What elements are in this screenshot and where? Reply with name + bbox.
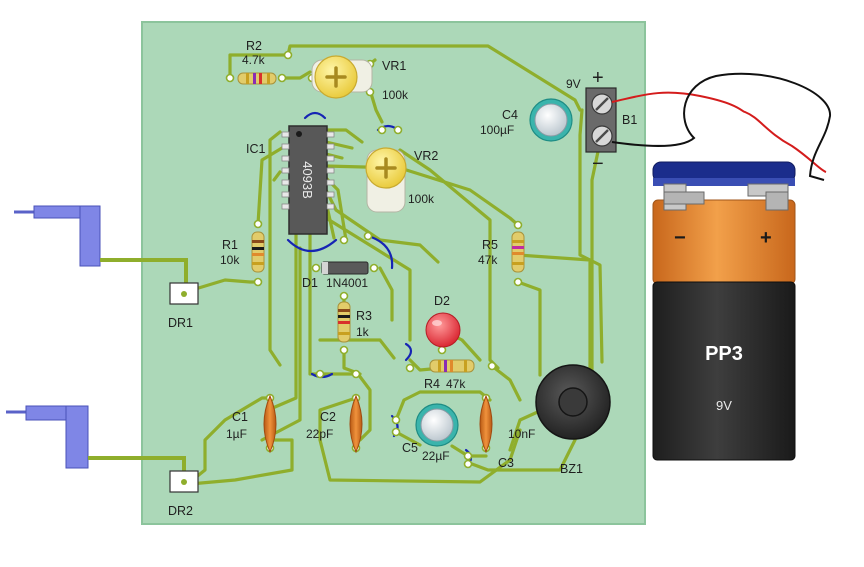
- capacitor-c4: [529, 98, 573, 142]
- label-r2: R2: [246, 39, 262, 53]
- battery-plus-mark: +: [760, 227, 772, 249]
- capacitor-c5: [415, 403, 459, 447]
- pcb-traces: [188, 44, 604, 486]
- label-dr2: DR2: [168, 504, 193, 518]
- label-b1: B1: [622, 113, 637, 127]
- battery-minus-mark: −: [674, 227, 686, 249]
- ic-chip-label: 4093B: [300, 161, 315, 199]
- value-c5: 22µF: [422, 449, 450, 463]
- resistor-r5: [511, 231, 525, 273]
- battery-pp3: [652, 161, 796, 461]
- trimmer-vr2: [365, 147, 407, 213]
- probe-dr2: [6, 405, 199, 493]
- label-vr1: VR1: [382, 59, 406, 73]
- resistor-r2: [237, 72, 277, 85]
- battery-wires: [611, 72, 832, 181]
- label-bz1: BZ1: [560, 462, 583, 476]
- ic-4093b: 4093B: [281, 125, 335, 235]
- resistor-r1: [251, 231, 265, 273]
- label-c1: C1: [232, 410, 248, 424]
- label-d1: D1: [302, 276, 318, 290]
- value-d1: 1N4001: [326, 276, 368, 290]
- label-b1-voltage: 9V: [566, 77, 581, 91]
- trimmer-vr1: [311, 55, 373, 99]
- resistor-r3: [337, 301, 351, 343]
- value-c2: 22pF: [306, 427, 333, 441]
- label-r3: R3: [356, 309, 372, 323]
- led-d2: [425, 312, 461, 348]
- battery-voltage: 9V: [716, 398, 732, 413]
- capacitor-c2: [349, 394, 363, 454]
- battery-name: PP3: [705, 343, 743, 365]
- label-r5: R5: [482, 238, 498, 252]
- value-c3: 10nF: [508, 427, 535, 441]
- value-r4: 47k: [446, 377, 466, 391]
- diode-d1: [321, 261, 369, 275]
- label-dr1: DR1: [168, 316, 193, 330]
- buzzer-bz1: [535, 364, 611, 440]
- label-c4: C4: [502, 108, 518, 122]
- resistor-r4: [429, 359, 475, 373]
- component-labels: R2 4.7k VR1 100k IC1 VR2 100k C4 100µF 9…: [168, 39, 637, 518]
- value-r1: 10k: [220, 253, 240, 267]
- value-r5: 47k: [478, 253, 498, 267]
- value-c4: 100µF: [480, 123, 514, 137]
- value-r3: 1k: [356, 325, 370, 339]
- label-c3: C3: [498, 456, 514, 470]
- label-c2: C2: [320, 410, 336, 424]
- value-vr2: 100k: [408, 192, 435, 206]
- label-d2: D2: [434, 294, 450, 308]
- label-c5: C5: [402, 441, 418, 455]
- capacitor-c3: [479, 394, 493, 454]
- label-b1-plus: +: [592, 67, 604, 89]
- probe-dr1: [14, 205, 199, 305]
- terminal-block-b1: [585, 87, 617, 153]
- label-ic1: IC1: [246, 142, 266, 156]
- value-r2: 4.7k: [242, 53, 266, 67]
- label-r4: R4: [424, 377, 440, 391]
- value-c1: 1µF: [226, 427, 247, 441]
- capacitor-c1: [263, 394, 277, 454]
- label-vr2: VR2: [414, 149, 438, 163]
- label-b1-minus: −: [592, 153, 604, 175]
- label-r1: R1: [222, 238, 238, 252]
- battery-printing: − + PP3 9V: [674, 227, 772, 413]
- value-vr1: 100k: [382, 88, 409, 102]
